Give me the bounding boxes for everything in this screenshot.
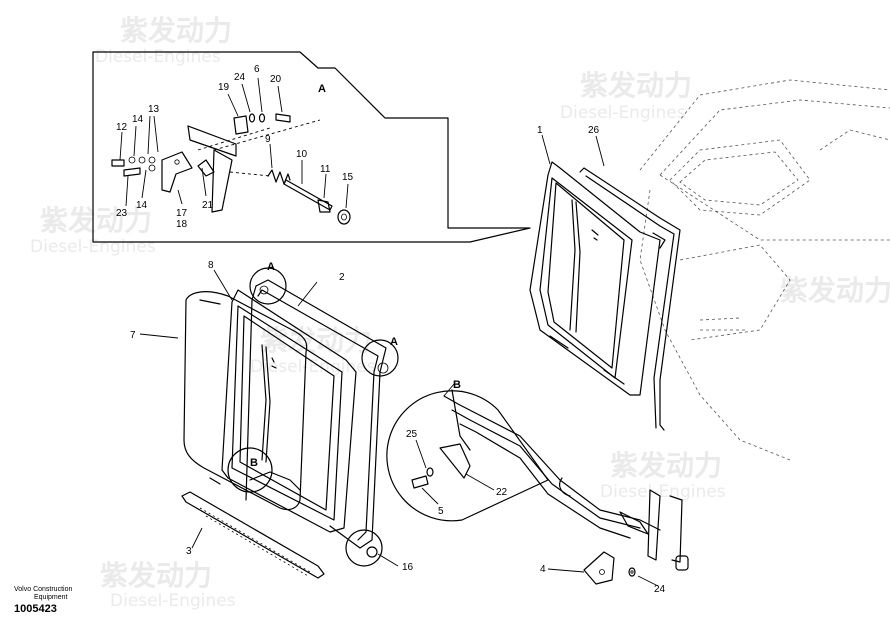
callout-13: 13 <box>148 104 160 115</box>
detail-label-b-main: B <box>250 457 258 469</box>
callout-9: 9 <box>265 134 271 145</box>
callout-20: 20 <box>270 74 282 85</box>
brand-line-2: Equipment <box>34 594 68 601</box>
callout-22: 22 <box>496 487 508 498</box>
watermark-text: 紫发动力 <box>120 14 232 47</box>
callout-14b: 14 <box>136 200 148 211</box>
callout-11: 11 <box>320 164 331 175</box>
door-frame-2 <box>245 279 389 549</box>
callout-24b: 24 <box>654 584 666 595</box>
callout-26: 26 <box>588 125 600 136</box>
door-8 <box>221 289 357 533</box>
callout-17: 17 <box>176 208 188 219</box>
detail-circle-b <box>227 447 273 493</box>
watermark-text: Diesel-Engines <box>250 357 376 377</box>
callout-1: 1 <box>537 125 543 136</box>
watermark-text: Diesel-Engines <box>95 47 221 67</box>
bracket-4 <box>583 551 636 585</box>
callout-4: 4 <box>540 564 546 575</box>
bracket-22 <box>439 443 471 479</box>
callout-12: 12 <box>116 122 128 133</box>
detail-label-a-top: A <box>267 261 275 273</box>
watermark-text: Diesel-Engines <box>560 103 686 123</box>
detail-label-a-inset: A <box>318 83 326 95</box>
callout-15: 15 <box>342 172 354 183</box>
callout-3: 3 <box>186 546 192 557</box>
callout-6: 6 <box>254 64 260 75</box>
door-assembly-1 <box>529 161 666 396</box>
callout-2: 2 <box>339 272 345 283</box>
watermark-text: Diesel-Engines <box>600 482 726 502</box>
watermark-text: 紫发动力 <box>100 559 212 592</box>
callout-21: 21 <box>202 200 214 211</box>
watermark-text: Diesel-Engines <box>110 591 236 611</box>
bush-16 <box>366 546 378 558</box>
cab-outline <box>639 79 890 461</box>
detail-circle-a-right <box>361 339 399 377</box>
seal-26 <box>579 167 681 431</box>
detail-circle-a-top <box>249 267 287 305</box>
detail-circles <box>227 267 399 567</box>
detail-label-b-circle: B <box>453 379 461 391</box>
glass-7 <box>183 291 308 511</box>
watermark-text: 紫发动力 <box>40 204 152 237</box>
callout-8: 8 <box>208 260 214 271</box>
callout-19: 19 <box>218 82 230 93</box>
watermark-text: 紫发动力 <box>610 449 722 482</box>
detail-circle-16 <box>345 529 383 567</box>
callout-14: 14 <box>132 114 144 125</box>
watermark-text: 紫发动力 <box>780 274 890 307</box>
strip-3 <box>181 491 325 579</box>
detail-label-a-right: A <box>390 336 398 348</box>
inset-parts <box>111 113 351 225</box>
callout-7: 7 <box>130 330 136 341</box>
callout-10: 10 <box>296 149 308 160</box>
callout-16: 16 <box>402 562 414 573</box>
detail-view-b <box>386 389 689 571</box>
callout-labels: 1 2 3 4 5 6 7 8 9 10 11 12 13 14 14 15 1… <box>116 64 666 595</box>
watermark-text: 紫发动力 <box>580 69 692 102</box>
detail-letters: A A A B B <box>250 83 461 469</box>
leader-lines <box>119 77 659 587</box>
callout-5: 5 <box>438 506 444 517</box>
detail-inset-a <box>92 51 531 243</box>
part-number: 1005423 <box>14 603 57 615</box>
callout-24: 24 <box>234 72 246 83</box>
bracket-17 <box>161 151 193 193</box>
callout-18: 18 <box>176 219 188 230</box>
callout-25: 25 <box>406 429 418 440</box>
callout-23: 23 <box>116 208 128 219</box>
watermark-layer: 紫发动力 Diesel-Engines 紫发动力 Diesel-Engines … <box>30 14 890 611</box>
brand-line-1: Volvo Construction <box>14 586 73 593</box>
